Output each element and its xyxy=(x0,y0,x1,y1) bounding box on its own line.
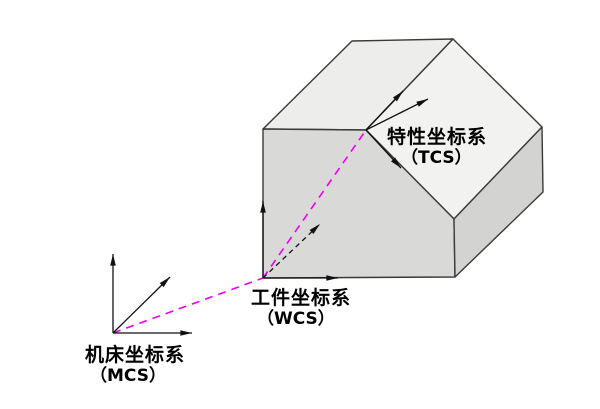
wcs-axes xyxy=(260,201,339,281)
wcs-axis-diagonal-dashed-arrow xyxy=(262,223,321,279)
tcs-label-abbr: （TCS） xyxy=(401,147,472,168)
mcs-axes xyxy=(110,253,192,336)
labels: 机床坐标系 （MCS） 工件坐标系 （WCS） 特性坐标系 （TCS） xyxy=(85,125,487,386)
wcs-label-name: 工件坐标系 xyxy=(251,286,351,309)
mcs-label-abbr: （MCS） xyxy=(90,365,166,386)
tcs-axis-normal-arrow xyxy=(365,98,429,131)
workpiece-right-face xyxy=(453,126,544,278)
connector-wcs-to-tcs xyxy=(262,129,367,279)
wcs-label-abbr: （WCS） xyxy=(257,308,335,329)
connector-mcs-to-wcs xyxy=(112,277,264,334)
tcs-axis-chamfer-arrow xyxy=(365,129,402,169)
workpiece-block xyxy=(262,38,544,279)
mcs-label-name: 机床坐标系 xyxy=(85,343,185,366)
tcs-axis-ridge-arrow xyxy=(365,90,404,131)
mcs-axis-diagonal-arrow xyxy=(112,276,171,334)
coordinate-connectors xyxy=(112,129,367,334)
tcs-axes xyxy=(365,90,429,169)
tcs-label-name: 特性坐标系 xyxy=(387,125,487,148)
